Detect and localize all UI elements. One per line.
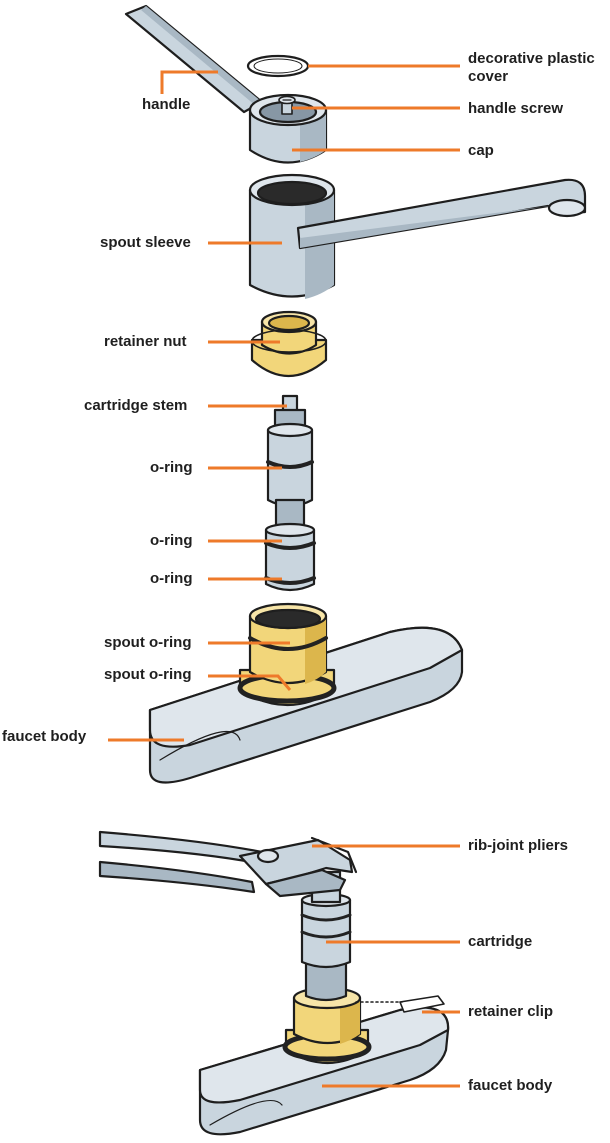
label-spout-o-ring-1: spout o-ring xyxy=(104,634,192,651)
label-o-ring-1: o-ring xyxy=(150,459,193,476)
spout-sleeve-part xyxy=(248,173,587,299)
cartridge-installed-part xyxy=(300,870,352,1002)
label-cartridge-stem: cartridge stem xyxy=(84,397,188,414)
label-faucet-body-top: faucet body xyxy=(2,728,87,745)
spout-base-top-part xyxy=(237,602,337,706)
decorative-plastic-cover-part xyxy=(246,54,310,78)
leader-spout-o-ring-2 xyxy=(208,674,292,691)
label-cartridge: cartridge xyxy=(468,933,533,950)
label-rib-joint-pliers: rib-joint pliers xyxy=(468,837,569,854)
leader-handle xyxy=(160,70,218,94)
cap-part xyxy=(248,93,328,164)
label-handle-screw: handle screw xyxy=(468,100,564,117)
rib-joint-pliers-part xyxy=(98,830,358,898)
label-retainer-clip: retainer clip xyxy=(468,1003,554,1020)
label-cap: cap xyxy=(468,142,494,159)
label-faucet-body-bottom: faucet body xyxy=(468,1077,553,1094)
retainer-clip-part xyxy=(355,995,445,1013)
label-o-ring-3: o-ring xyxy=(150,570,193,587)
retainer-nut-part xyxy=(250,310,328,378)
label-o-ring-2: o-ring xyxy=(150,532,193,549)
label-spout-o-ring-2: spout o-ring xyxy=(104,666,192,683)
label-retainer-nut: retainer nut xyxy=(104,333,187,350)
label-handle: handle xyxy=(142,96,191,113)
cartridge-exploded-part xyxy=(264,394,316,592)
label-decorative-plastic-cover: decorative plastic cover xyxy=(468,50,595,85)
label-spout-sleeve: spout sleeve xyxy=(100,234,191,251)
